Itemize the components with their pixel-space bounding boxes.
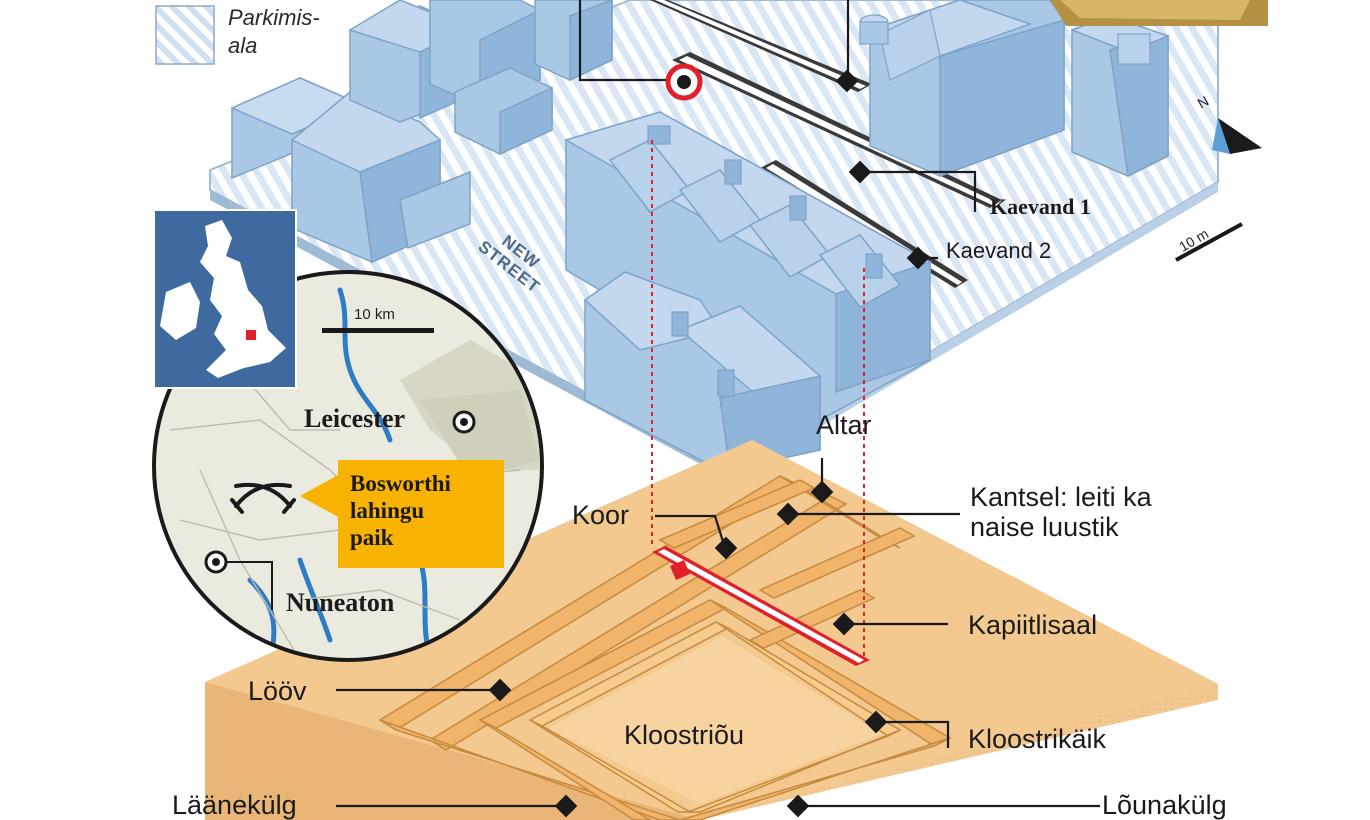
kantsel-line-2: naise luustik	[970, 512, 1119, 542]
uk-inset-map	[153, 209, 297, 389]
trench-2-label: Kaevand 2	[946, 238, 1052, 263]
kloostrikaik-label: Kloostrikäik	[968, 724, 1107, 754]
loov-label: Lööv	[248, 676, 307, 706]
nuneaton-marker-icon	[204, 550, 228, 574]
nuneaton-label: Nuneaton	[286, 588, 395, 617]
kantsel-line-1: Kantsel: leiti ka	[970, 482, 1152, 512]
leicester-label: Leicester	[304, 404, 406, 433]
bosworth-line-1: Bosworthi	[350, 471, 451, 496]
site-scale-bar	[1175, 222, 1243, 262]
laanekulg-label: Läänekülg	[172, 790, 297, 820]
bosworth-line-3: paik	[350, 525, 394, 550]
kloostriou-label: Kloostriõu	[624, 720, 745, 750]
leicester-marker-icon	[452, 410, 476, 434]
legend-line-2: ala	[228, 33, 258, 58]
friary-ruins	[205, 440, 1218, 820]
crossed-swords-icon	[230, 482, 296, 514]
parking-legend-swatch	[155, 5, 215, 65]
legend-line-1: Parkimis-	[228, 5, 320, 30]
kantsel-label: Kantsel: leiti ka naise luustik	[970, 482, 1152, 542]
leicester-location-icon	[246, 330, 256, 340]
kapiitlisaal-label: Kapiitlisaal	[968, 610, 1098, 640]
map-scale-label: 10 km	[354, 306, 395, 323]
cloister-court	[548, 636, 882, 804]
trench-1-label: Kaevand 1	[990, 194, 1091, 219]
street-block	[209, 0, 1268, 480]
north-arrow-icon	[1212, 118, 1262, 154]
great-britain-shape	[200, 220, 286, 378]
bosworth-callout: Bosworthi lahingu paik	[338, 460, 504, 568]
altar-label: Altar	[816, 410, 872, 440]
map-scale-bar	[322, 328, 434, 333]
parking-legend-label: Parkimis- ala	[228, 4, 320, 60]
lounakulg-label: Lõunakülg	[1102, 790, 1227, 820]
koor-label: Koor	[572, 500, 630, 530]
camera-marker-icon	[665, 63, 703, 101]
ireland-shape	[160, 282, 200, 340]
bosworth-line-2: lahingu	[350, 498, 425, 523]
